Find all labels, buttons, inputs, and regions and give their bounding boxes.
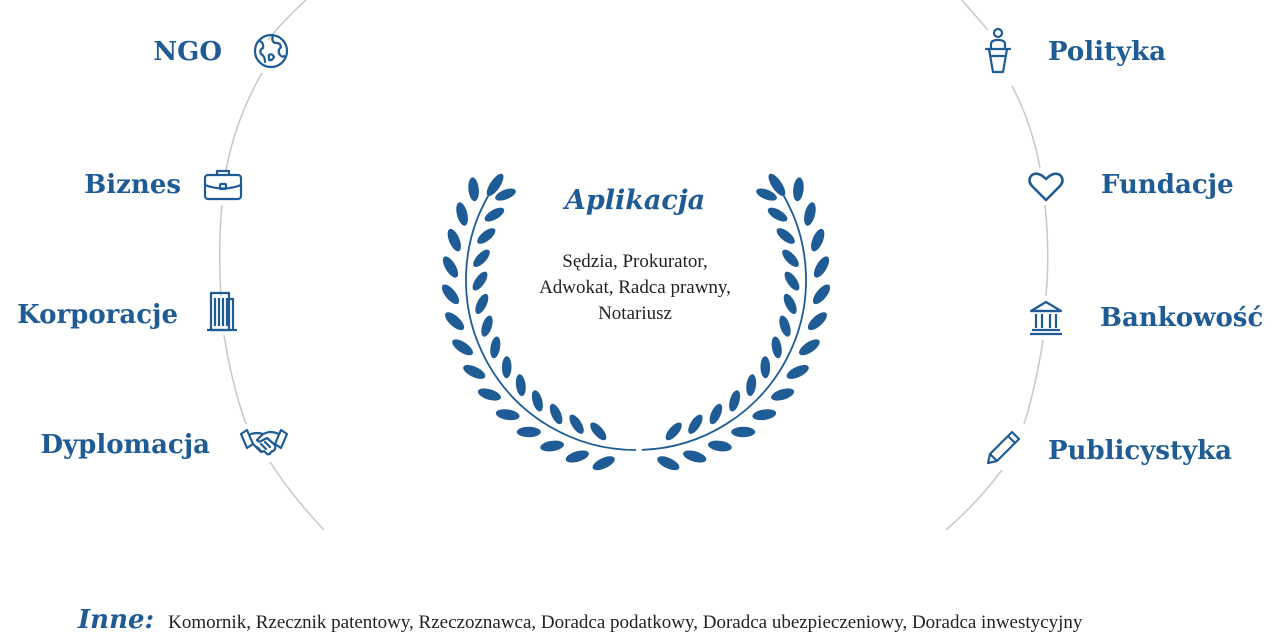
laurel-leaf (442, 256, 459, 278)
laurel-leaf (472, 271, 488, 291)
laurel-leaf (793, 177, 804, 202)
center-description: Sędzia, Prokurator, Adwokat, Radca prawn… (490, 249, 780, 327)
laurel-leaf (473, 249, 490, 267)
category-label-bankowosc: Bankowość (1100, 303, 1264, 333)
laurel-leaf (540, 440, 565, 452)
category-label-dyplomacja: Dyplomacja (40, 430, 211, 460)
laurel-leaf (799, 339, 820, 356)
laurel-leaf (746, 374, 757, 397)
building-icon (199, 289, 243, 333)
laurel-leaf (468, 177, 479, 202)
laurel-leaf (477, 228, 496, 244)
laurel-leaf (782, 249, 799, 267)
handshake-icon (238, 420, 289, 464)
laurel-leaf (447, 228, 461, 252)
laurel-leaf (779, 315, 791, 337)
laurel-leaf (729, 390, 741, 412)
category-label-biznes: Biznes (84, 170, 181, 200)
center-line: Adwokat, Radca prawny, (539, 277, 731, 298)
category-label-korporacje: Korporacje (17, 300, 178, 330)
footer-text: Komornik, Rzecznik patentowy, Rzeczoznaw… (168, 612, 1083, 633)
globe-icon (249, 29, 293, 73)
category-label-ngo: NGO (153, 37, 222, 67)
bank-icon (1024, 296, 1068, 340)
speaker-podium-icon (976, 26, 1020, 74)
laurel-leaf (445, 312, 465, 331)
category-label-fundacje: Fundacje (1101, 170, 1234, 200)
laurel-leaf (813, 256, 830, 278)
laurel-leaf (565, 450, 589, 463)
laurel-leaf (807, 312, 827, 331)
laurel-stem (641, 189, 807, 451)
laurel-leaf (531, 390, 543, 412)
laurel-leaf (486, 173, 504, 197)
laurel-leaf (683, 450, 707, 463)
category-label-polityka: Polityka (1048, 37, 1166, 67)
left-arc (218, 0, 325, 531)
laurel-leaf (752, 409, 777, 421)
briefcase-icon (201, 163, 245, 207)
laurel-leaf (707, 440, 732, 452)
laurel-leaf (456, 202, 468, 226)
laurel-leaf (484, 207, 505, 222)
laurel-leaf (756, 188, 777, 201)
laurel-leaf (767, 207, 788, 222)
laurel-leaf (812, 284, 831, 305)
laurel-leaf (771, 336, 782, 359)
laurel-leaf (569, 414, 584, 434)
laurel-leaf (549, 403, 563, 425)
laurel-leaf (592, 456, 615, 471)
laurel-leaf (463, 364, 486, 379)
laurel-leaf (804, 202, 816, 226)
footer-label: Inne: (78, 605, 155, 635)
laurel-leaf (441, 284, 460, 305)
laurel-leaf (495, 188, 516, 201)
laurel-leaf (515, 374, 526, 397)
laurel-leaf (709, 403, 723, 425)
laurel-leaf (786, 364, 809, 379)
laurel-leaf (771, 388, 795, 401)
laurel-leaf (501, 356, 512, 379)
laurel-leaf (776, 228, 795, 244)
center-title: Aplikacja (564, 185, 706, 216)
center-line: Sędzia, Prokurator, (562, 251, 708, 272)
heart-icon (1024, 165, 1068, 209)
right-arc (945, 0, 1049, 531)
center-line: Notariusz (598, 303, 672, 324)
laurel-leaf (688, 414, 703, 434)
laurel-leaf (516, 426, 541, 438)
laurel-stem (465, 189, 637, 451)
pencil-icon (982, 424, 1026, 468)
footer: Inne: Komornik, Rzecznik patentowy, Rzecz… (78, 605, 1082, 639)
laurel-leaf (481, 315, 493, 337)
laurel-leaf (784, 271, 800, 291)
laurel-leaf (731, 426, 756, 438)
laurel-leaf (657, 456, 680, 471)
laurel-leaf (665, 422, 682, 441)
laurel-leaf (760, 356, 771, 379)
laurel-leaf (475, 293, 489, 314)
laurel-leaf (590, 422, 607, 441)
laurel-leaf (811, 228, 825, 252)
laurel-leaf (452, 339, 473, 356)
laurel-leaf (490, 336, 501, 359)
laurel-leaf (477, 388, 501, 401)
laurel-leaf (768, 173, 786, 197)
laurel-wreath (441, 173, 831, 471)
laurel-leaf (783, 293, 797, 314)
laurel-leaf (495, 409, 520, 421)
category-label-publicystyka: Publicystyka (1048, 436, 1232, 466)
